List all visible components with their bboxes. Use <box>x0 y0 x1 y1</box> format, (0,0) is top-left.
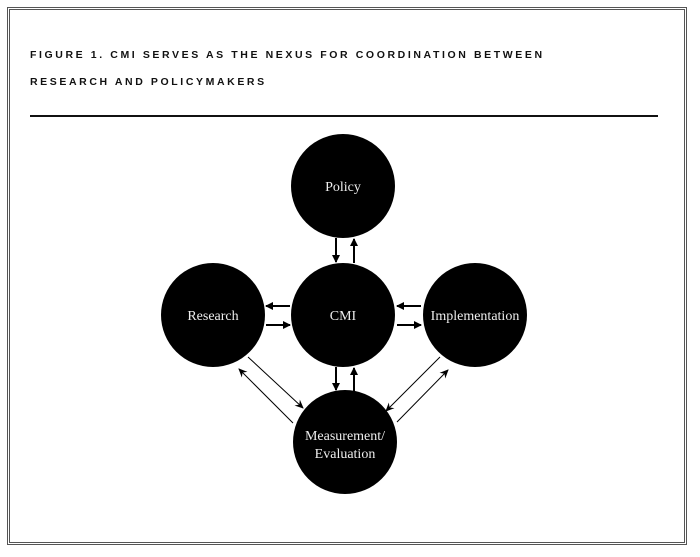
node-policy: Policy <box>291 134 395 238</box>
figure-title-line1: FIGURE 1. CMI SERVES AS THE NEXUS FOR CO… <box>30 49 545 61</box>
figure-title-line2: RESEARCH AND POLICYMAKERS <box>30 76 267 88</box>
figure-title: FIGURE 1. CMI SERVES AS THE NEXUS FOR CO… <box>30 42 670 96</box>
node-cmi: CMI <box>291 263 395 367</box>
arrow-measurement-to-research <box>238 368 294 424</box>
node-measurement-evaluation: Measurement/ Evaluation <box>293 390 397 494</box>
node-measurement-label-line1: Measurement/ <box>305 429 385 444</box>
arrow-research-to-measurement <box>247 356 304 409</box>
node-research: Research <box>161 263 265 367</box>
node-policy-label: Policy <box>325 180 361 195</box>
arrow-implementation-to-measurement <box>385 356 441 412</box>
node-implementation: Implementation <box>423 263 527 367</box>
title-rule <box>30 115 658 117</box>
node-cmi-label: CMI <box>330 309 357 324</box>
arrow-measurement-to-implementation <box>396 369 449 423</box>
node-implementation-label: Implementation <box>431 309 520 324</box>
figure-frame <box>7 7 687 545</box>
node-research-label: Research <box>187 309 238 324</box>
node-measurement-label-line2: Evaluation <box>315 447 376 462</box>
